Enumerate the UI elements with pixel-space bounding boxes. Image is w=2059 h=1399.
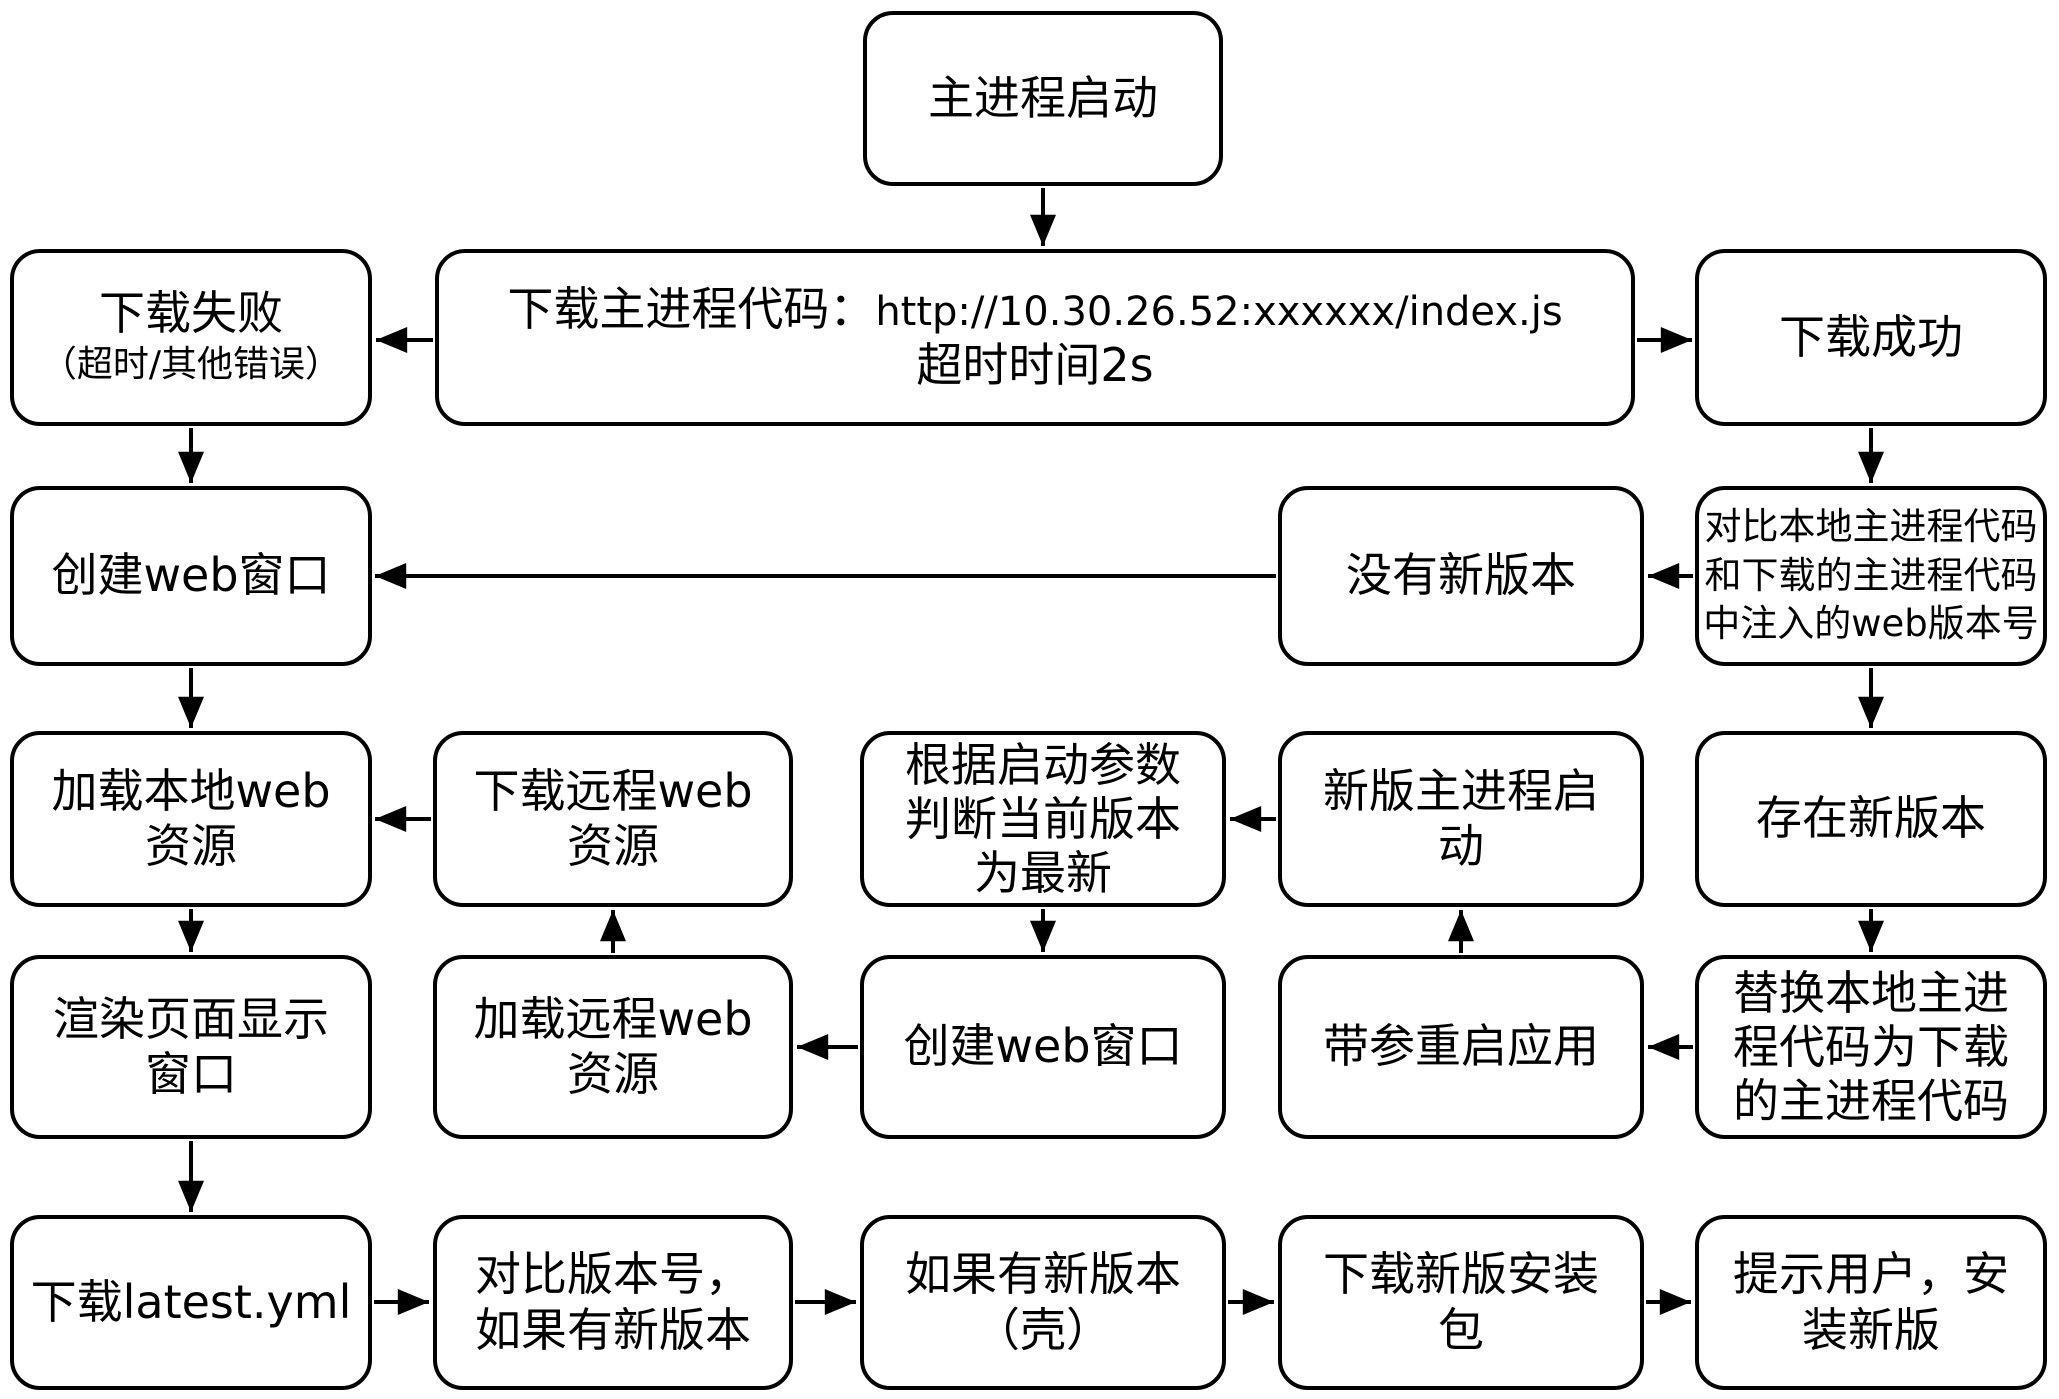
node-label: 下载新版安装 [1323, 1247, 1599, 1302]
node-label: 如果有新版本 [475, 1302, 751, 1357]
timeout-label: 超时时间2s [916, 337, 1154, 392]
node-exist-new-version: 存在新版本 [1695, 731, 2047, 907]
node-prompt-install: 提示用户，安 装新版 [1695, 1215, 2047, 1390]
node-label: 创建web窗口 [903, 1019, 1183, 1074]
node-label: 包 [1438, 1302, 1484, 1357]
node-compare-version-number: 对比版本号， 如果有新版本 [433, 1215, 793, 1390]
node-label: 下载主进程代码：http://10.30.26.52:xxxxxx/index.… [507, 282, 1562, 337]
node-replace-code: 替换本地主进 程代码为下载 的主进程代码 [1695, 955, 2047, 1139]
node-label: 新版主进程启 [1323, 763, 1599, 818]
node-label: 的主进程代码 [1733, 1074, 2009, 1129]
node-label: 程代码为下载 [1733, 1019, 2009, 1074]
node-label: 提示用户，安 [1733, 1247, 2009, 1302]
node-main-start: 主进程启动 [863, 11, 1223, 186]
node-judge-latest: 根据启动参数 判断当前版本 为最新 [860, 731, 1226, 907]
node-compare-version: 对比本地主进程代码 和下载的主进程代码 中注入的web版本号 [1695, 486, 2047, 666]
node-label: 下载latest.yml [30, 1274, 352, 1329]
node-label: 加载本地web [51, 763, 331, 818]
node-if-new-version-shell: 如果有新版本 （壳） [860, 1215, 1226, 1390]
node-sublabel: （超时/其他错误） [40, 343, 342, 385]
download-url-text: http://10.30.26.52:xxxxxx/index.js [875, 289, 1563, 336]
node-label: 为最新 [974, 846, 1112, 901]
node-label: 根据启动参数 [905, 737, 1181, 792]
node-download-success: 下载成功 [1695, 249, 2047, 426]
node-label: 对比版本号， [475, 1247, 751, 1302]
node-label: 资源 [567, 819, 659, 873]
node-load-remote: 加载远程web 资源 [433, 955, 793, 1139]
node-label: 资源 [145, 819, 237, 873]
node-download-code: 下载主进程代码：http://10.30.26.52:xxxxxx/index.… [435, 249, 1635, 426]
node-download-installer: 下载新版安装 包 [1278, 1215, 1644, 1390]
node-label: 对比本地主进程代码 [1704, 504, 2038, 548]
node-label: 加载远程web [473, 991, 753, 1046]
node-label: 主进程启动 [928, 70, 1158, 125]
node-label: 窗口 [145, 1047, 237, 1101]
node-label: 存在新版本 [1756, 791, 1986, 846]
node-create-window-2: 创建web窗口 [860, 955, 1226, 1139]
node-label: 和下载的主进程代码 [1704, 553, 2038, 597]
node-label: 带参重启应用 [1323, 1019, 1599, 1074]
node-label: 没有新版本 [1346, 548, 1576, 603]
node-restart-with-args: 带参重启应用 [1278, 955, 1644, 1139]
node-load-local: 加载本地web 资源 [10, 731, 372, 907]
node-download-fail: 下载失败 （超时/其他错误） [10, 249, 372, 426]
node-label: 动 [1438, 819, 1484, 873]
node-download-latest-yml: 下载latest.yml [10, 1215, 372, 1390]
node-label: 如果有新版本 [905, 1247, 1181, 1302]
node-label-prefix: 下载主进程代码： [507, 282, 876, 337]
node-label: 渲染页面显示 [53, 991, 329, 1046]
node-label: 资源 [567, 1047, 659, 1101]
node-label: 替换本地主进 [1733, 965, 2009, 1020]
node-no-new-version: 没有新版本 [1278, 486, 1644, 666]
node-label: 装新版 [1802, 1302, 1940, 1357]
node-label: 判断当前版本 [905, 791, 1181, 846]
node-label: 创建web窗口 [51, 548, 331, 603]
node-label: 中注入的web版本号 [1703, 602, 2039, 646]
node-render-page: 渲染页面显示 窗口 [10, 955, 372, 1139]
node-download-remote: 下载远程web 资源 [433, 731, 793, 907]
node-new-main-start: 新版主进程启 动 [1278, 731, 1644, 907]
node-label: （壳） [974, 1302, 1112, 1357]
node-label: 下载成功 [1779, 309, 1963, 364]
node-create-window-1: 创建web窗口 [10, 486, 372, 666]
node-label: 下载远程web [473, 763, 753, 818]
node-label: 下载失败 [99, 285, 283, 340]
